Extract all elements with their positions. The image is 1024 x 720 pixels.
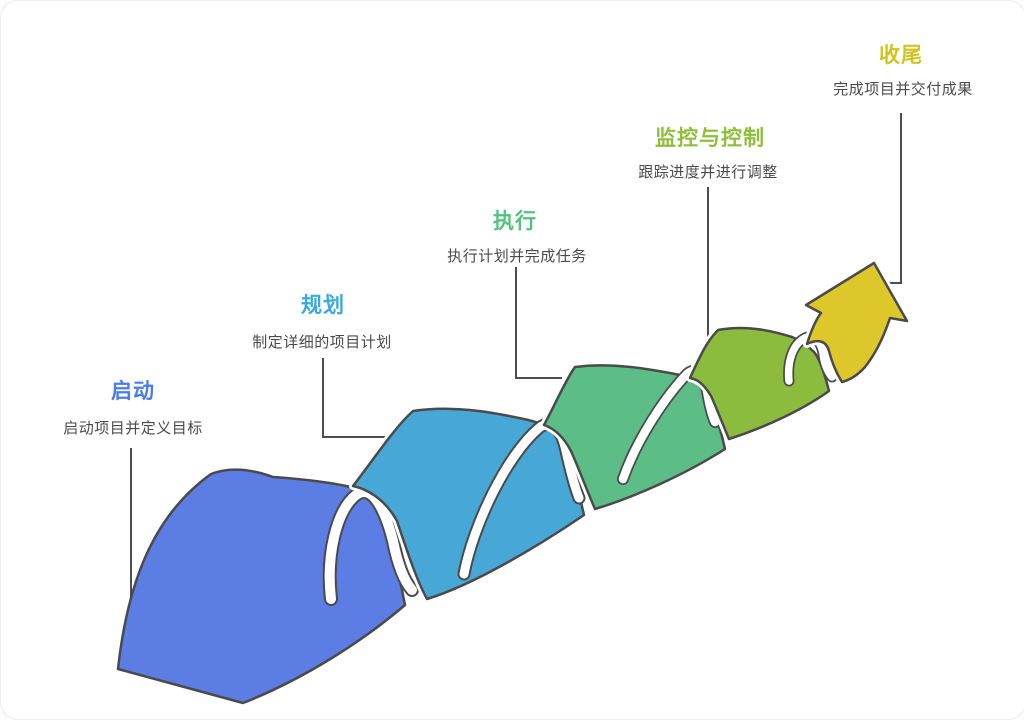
phase-description-planning: 制定详细的项目计划 [252,334,392,351]
wave-shape-planning[interactable] [351,407,586,601]
phase-description-closing: 完成项目并交付成果 [833,81,973,98]
connector-execution [515,267,562,379]
connector-closing [885,113,902,284]
wave-shape-initiation[interactable] [116,468,407,705]
phase-title-execution: 执行 [493,210,537,233]
phase-description-initiation: 启动项目并定义目标 [63,420,203,437]
phase-title-initiation: 启动 [111,380,155,403]
phase-description-monitoring: 跟踪进度并进行调整 [638,164,778,181]
phase-title-closing: 收尾 [879,44,923,67]
phase-title-planning: 规划 [301,294,345,317]
phase-description-execution: 执行计划并完成任务 [447,248,587,265]
arrow-shape-closing[interactable] [804,261,909,384]
connector-planning [322,358,387,438]
connector-lines [130,113,902,598]
phase-title-monitoring: 监控与控制 [655,127,765,150]
